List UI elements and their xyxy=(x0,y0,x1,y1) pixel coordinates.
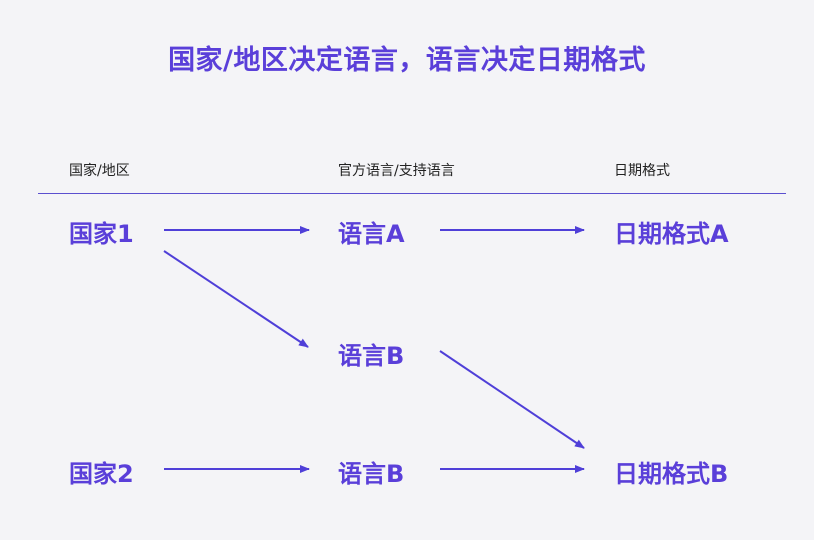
column-header-language: 官方语言/支持语言 xyxy=(338,163,455,179)
node-country-1: 国家1 xyxy=(69,220,134,248)
node-language-b-lower: 语言B xyxy=(338,460,405,488)
node-date-format-a: 日期格式A xyxy=(614,220,729,248)
node-language-b-upper: 语言B xyxy=(338,342,405,370)
node-country-2: 国家2 xyxy=(69,460,134,488)
arrow-country1-to-language-b xyxy=(163,250,309,348)
column-header-country: 国家/地区 xyxy=(69,163,130,179)
diagram-title: 国家/地区决定语言，语言决定日期格式 xyxy=(168,45,646,76)
column-header-date-format: 日期格式 xyxy=(614,163,670,179)
arrow-language-b-to-date-format-b xyxy=(439,350,585,449)
header-divider xyxy=(38,193,786,194)
node-language-a: 语言A xyxy=(338,220,405,248)
node-date-format-b: 日期格式B xyxy=(614,460,729,488)
